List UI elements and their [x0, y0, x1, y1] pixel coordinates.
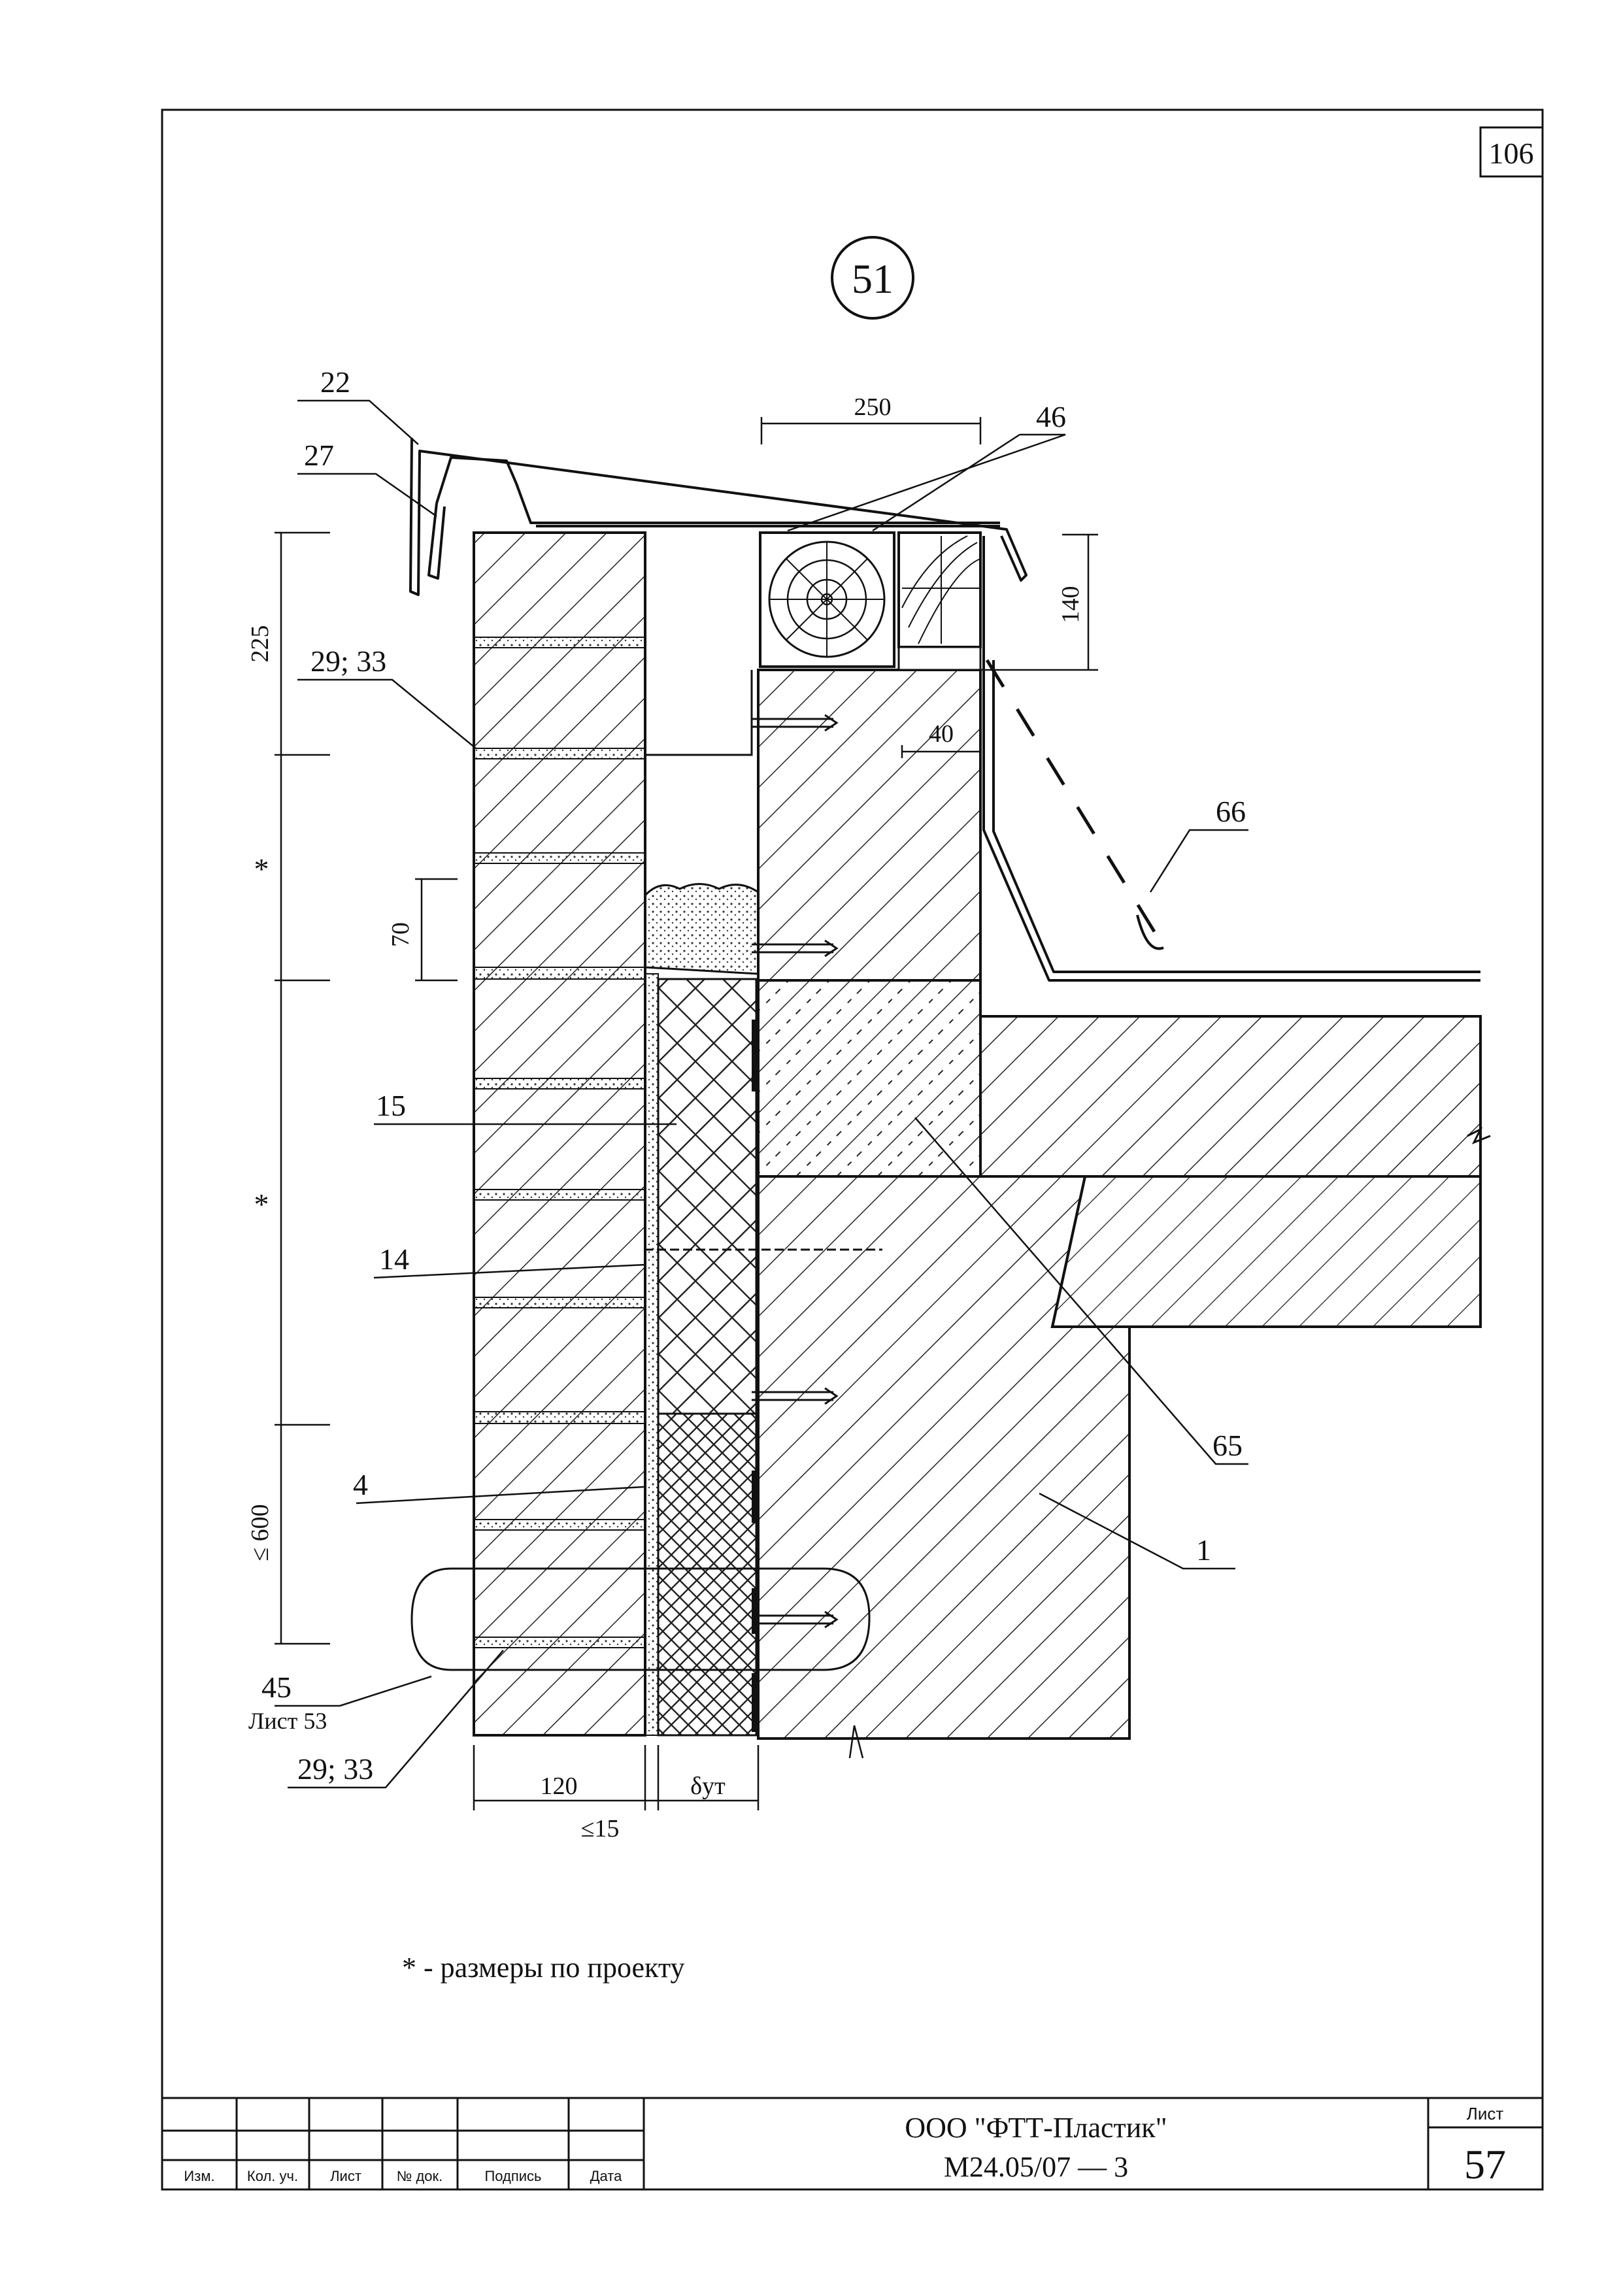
insulation-15: [657, 978, 758, 1415]
corner-number-box: [1479, 126, 1544, 178]
vapour-barrier: [752, 1020, 758, 1732]
tb-sheet-number: 57: [1464, 2141, 1506, 2188]
dim-120: 120: [541, 1772, 578, 1800]
callout-4: 4: [353, 1468, 368, 1501]
tb-col-date: Дата: [590, 2168, 622, 2184]
dim-40: 40: [929, 720, 954, 748]
callout-27: 27: [304, 439, 334, 472]
dim-250: 250: [854, 393, 892, 421]
sheet-frame: [161, 108, 1544, 2191]
tb-company: ООО "ФТТ-Пластик": [905, 2112, 1167, 2144]
dimension-lines: [275, 417, 1098, 1810]
tb-col-list: Лист: [330, 2168, 361, 2184]
main-wall: [757, 669, 1491, 1740]
gap-layer: [644, 973, 659, 1736]
callout-66: 66: [1216, 795, 1246, 828]
callout-22: 22: [320, 365, 350, 399]
title-block: [162, 2097, 1543, 2189]
dim-15: ≤15: [581, 1815, 620, 1842]
callout-46: 46: [1036, 400, 1066, 433]
metal-flashing: [409, 437, 1480, 982]
callout-leaders: [275, 399, 1248, 1789]
sand-fill: [644, 883, 760, 975]
callout-45: 45: [261, 1671, 292, 1704]
tb-sheet-label: Лист: [1467, 2104, 1504, 2123]
node-number: 51: [852, 256, 894, 302]
tb-col-sign: Подпись: [484, 2168, 541, 2184]
dim-140: 140: [1057, 586, 1084, 624]
tb-code: М24.05/07 — 3: [944, 2151, 1128, 2183]
brick-masonry: [473, 531, 646, 1737]
callout-15: 15: [376, 1089, 406, 1122]
dim-600: ≤ 600: [246, 1504, 274, 1561]
callout-29-33-top: 29; 33: [310, 644, 386, 678]
dim-70: 70: [387, 922, 414, 947]
timber-elements: [759, 531, 982, 671]
tb-col-doc: № док.: [397, 2168, 443, 2184]
anchors: [644, 670, 882, 1629]
dim-star-2: *: [254, 1188, 269, 1221]
detail-45-outline: [410, 1567, 871, 1671]
note-text: * - размеры по проекту: [402, 1952, 684, 1984]
dim-225: 225: [246, 625, 274, 663]
corner-number: 106: [1489, 137, 1534, 170]
node-circle: [831, 236, 914, 320]
insulation-4: [657, 1412, 758, 1737]
callout-1: 1: [1196, 1533, 1211, 1567]
tb-col-izm: Изм.: [184, 2168, 214, 2184]
callout-14: 14: [379, 1242, 409, 1276]
dim-star-1: *: [254, 852, 269, 886]
callout-65: 65: [1212, 1429, 1243, 1462]
callout-29-33-bottom: 29; 33: [297, 1752, 373, 1786]
tb-col-kol: Кол. уч.: [247, 2168, 298, 2184]
callout-45-sheet: Лист 53: [248, 1708, 327, 1734]
hook-66: [1136, 914, 1164, 950]
dim-delta: δут: [690, 1772, 726, 1800]
